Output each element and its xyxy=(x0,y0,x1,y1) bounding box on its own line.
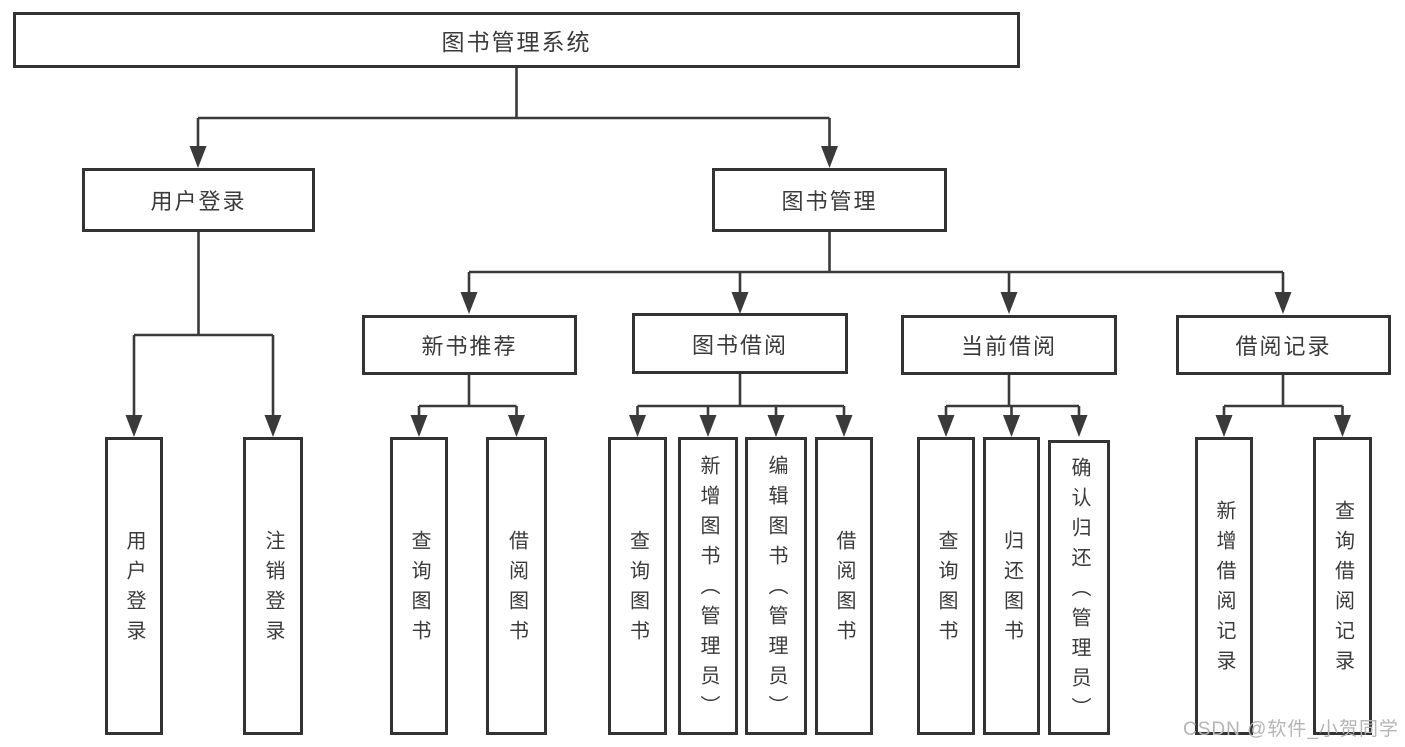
leaf-edit-book-admin: 编辑图书（管理员） xyxy=(745,437,807,735)
node-book-management: 图书管理 xyxy=(712,168,947,232)
leaf-query-borrow-record: 查询借阅记录 xyxy=(1313,437,1372,735)
leaf-query-books-borrow: 查询图书 xyxy=(608,437,667,735)
leaf-borrow-books: 借阅图书 xyxy=(815,437,873,735)
connector-book-mgmt-children xyxy=(460,232,1292,314)
connector-book-borrow-children xyxy=(629,374,853,437)
leaf-query-books-current: 查询图书 xyxy=(917,437,975,735)
connector-new-book-children xyxy=(410,375,525,437)
leaf-query-books-recommend: 查询图书 xyxy=(390,437,448,735)
leaf-user-login: 用户登录 xyxy=(105,437,163,735)
leaf-return-book: 归还图书 xyxy=(983,437,1040,735)
connector-user-login-children xyxy=(125,232,282,437)
leaf-add-book-admin: 新增图书（管理员） xyxy=(678,437,738,735)
leaf-confirm-return-admin: 确认归还（管理员） xyxy=(1048,440,1110,735)
csdn-watermark: CSDN @软件_小贺同学 xyxy=(1183,719,1399,740)
node-book-borrow: 图书借阅 xyxy=(632,313,848,374)
connector-current-borrow-children xyxy=(937,375,1088,437)
connector-borrow-records-children xyxy=(1215,375,1351,437)
node-borrow-records: 借阅记录 xyxy=(1176,315,1391,375)
node-book-management-system: 图书管理系统 xyxy=(13,12,1020,68)
node-new-book-recommend: 新书推荐 xyxy=(362,315,577,375)
connector-root-to-level2 xyxy=(189,68,838,168)
node-user-login: 用户登录 xyxy=(82,168,315,232)
leaf-logout: 注销登录 xyxy=(243,437,303,735)
leaf-borrow-books-recommend: 借阅图书 xyxy=(486,437,547,735)
leaf-add-borrow-record: 新增借阅记录 xyxy=(1195,437,1253,735)
node-current-borrow: 当前借阅 xyxy=(901,315,1117,375)
